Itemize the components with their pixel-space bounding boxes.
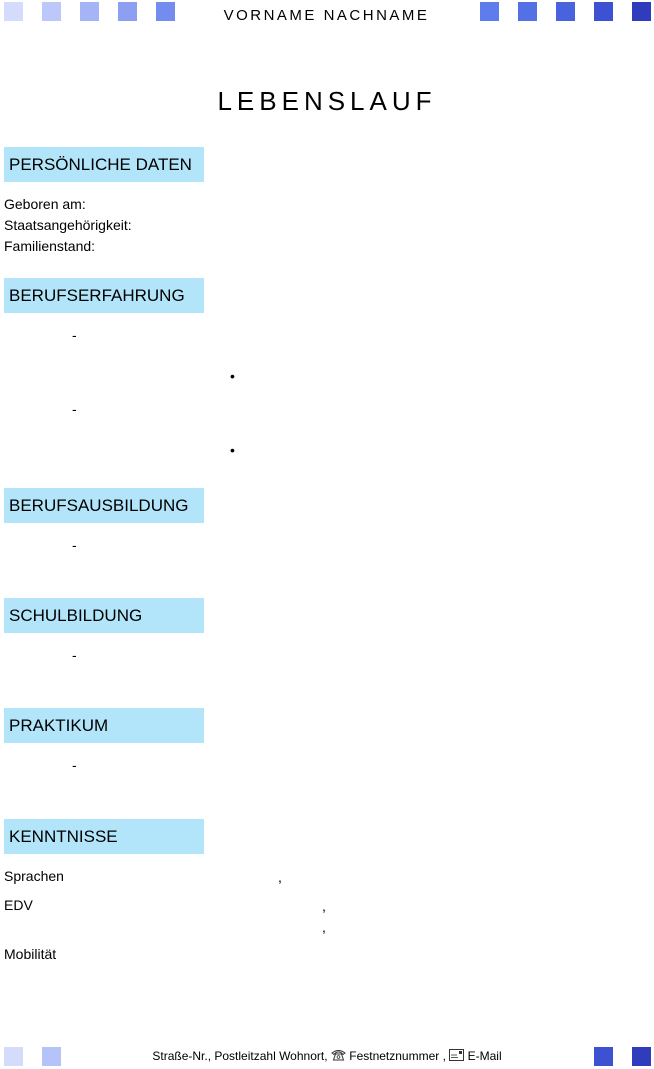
mobility-label: Mobilität [4, 946, 57, 962]
header-square [480, 2, 499, 21]
header-square [594, 2, 613, 21]
header-name: VORNAME NACHNAME [223, 7, 430, 22]
section-heading-personal: PERSÖNLICHE DATEN [4, 147, 204, 182]
it-skills-label: EDV [4, 897, 33, 913]
footer-square [42, 1047, 61, 1066]
footer-contact-line: Straße-Nr., Postleitzahl Wohnort, Festne… [0, 1048, 654, 1065]
header-square [518, 2, 537, 21]
it-skills-comma: , [322, 898, 326, 914]
header-square [118, 2, 137, 21]
section-heading-internship: PRAKTIKUM [4, 708, 204, 743]
footer-phone: Festnetznummer , [349, 1049, 446, 1063]
date-range-dash: - [72, 647, 77, 663]
header-square [4, 2, 23, 21]
bullet-point: • [230, 442, 235, 458]
date-range-dash: - [72, 757, 77, 773]
email-icon [449, 1049, 465, 1065]
section-heading-training: BERUFSAUSBILDUNG [4, 488, 204, 523]
header-square [42, 2, 61, 21]
languages-label: Sprachen [4, 868, 64, 884]
header-square [556, 2, 575, 21]
it-skills-comma: , [322, 919, 326, 935]
document-title: LEBENSLAUF [217, 86, 437, 116]
date-range-dash: - [72, 327, 77, 343]
section-heading-experience: BERUFSERFAHRUNG [4, 278, 204, 313]
header-square [156, 2, 175, 21]
date-range-dash: - [72, 537, 77, 553]
date-range-dash: - [72, 401, 77, 417]
footer-square [594, 1047, 613, 1066]
footer-square [632, 1047, 651, 1066]
nationality-label: Staatsangehörigkeit: [4, 217, 132, 233]
phone-icon [331, 1049, 346, 1065]
languages-comma: , [278, 869, 282, 885]
section-heading-school: SCHULBILDUNG [4, 598, 204, 633]
section-heading-skills: KENNTNISSE [4, 819, 204, 854]
footer-address: Straße-Nr., Postleitzahl Wohnort, [152, 1049, 328, 1063]
footer-email: E-Mail [467, 1049, 502, 1063]
marital-status-label: Familienstand: [4, 238, 96, 254]
birthdate-label: Geboren am: [4, 196, 86, 212]
header-square [80, 2, 99, 21]
footer-square [4, 1047, 23, 1066]
bullet-point: • [230, 368, 235, 384]
header-square [632, 2, 651, 21]
